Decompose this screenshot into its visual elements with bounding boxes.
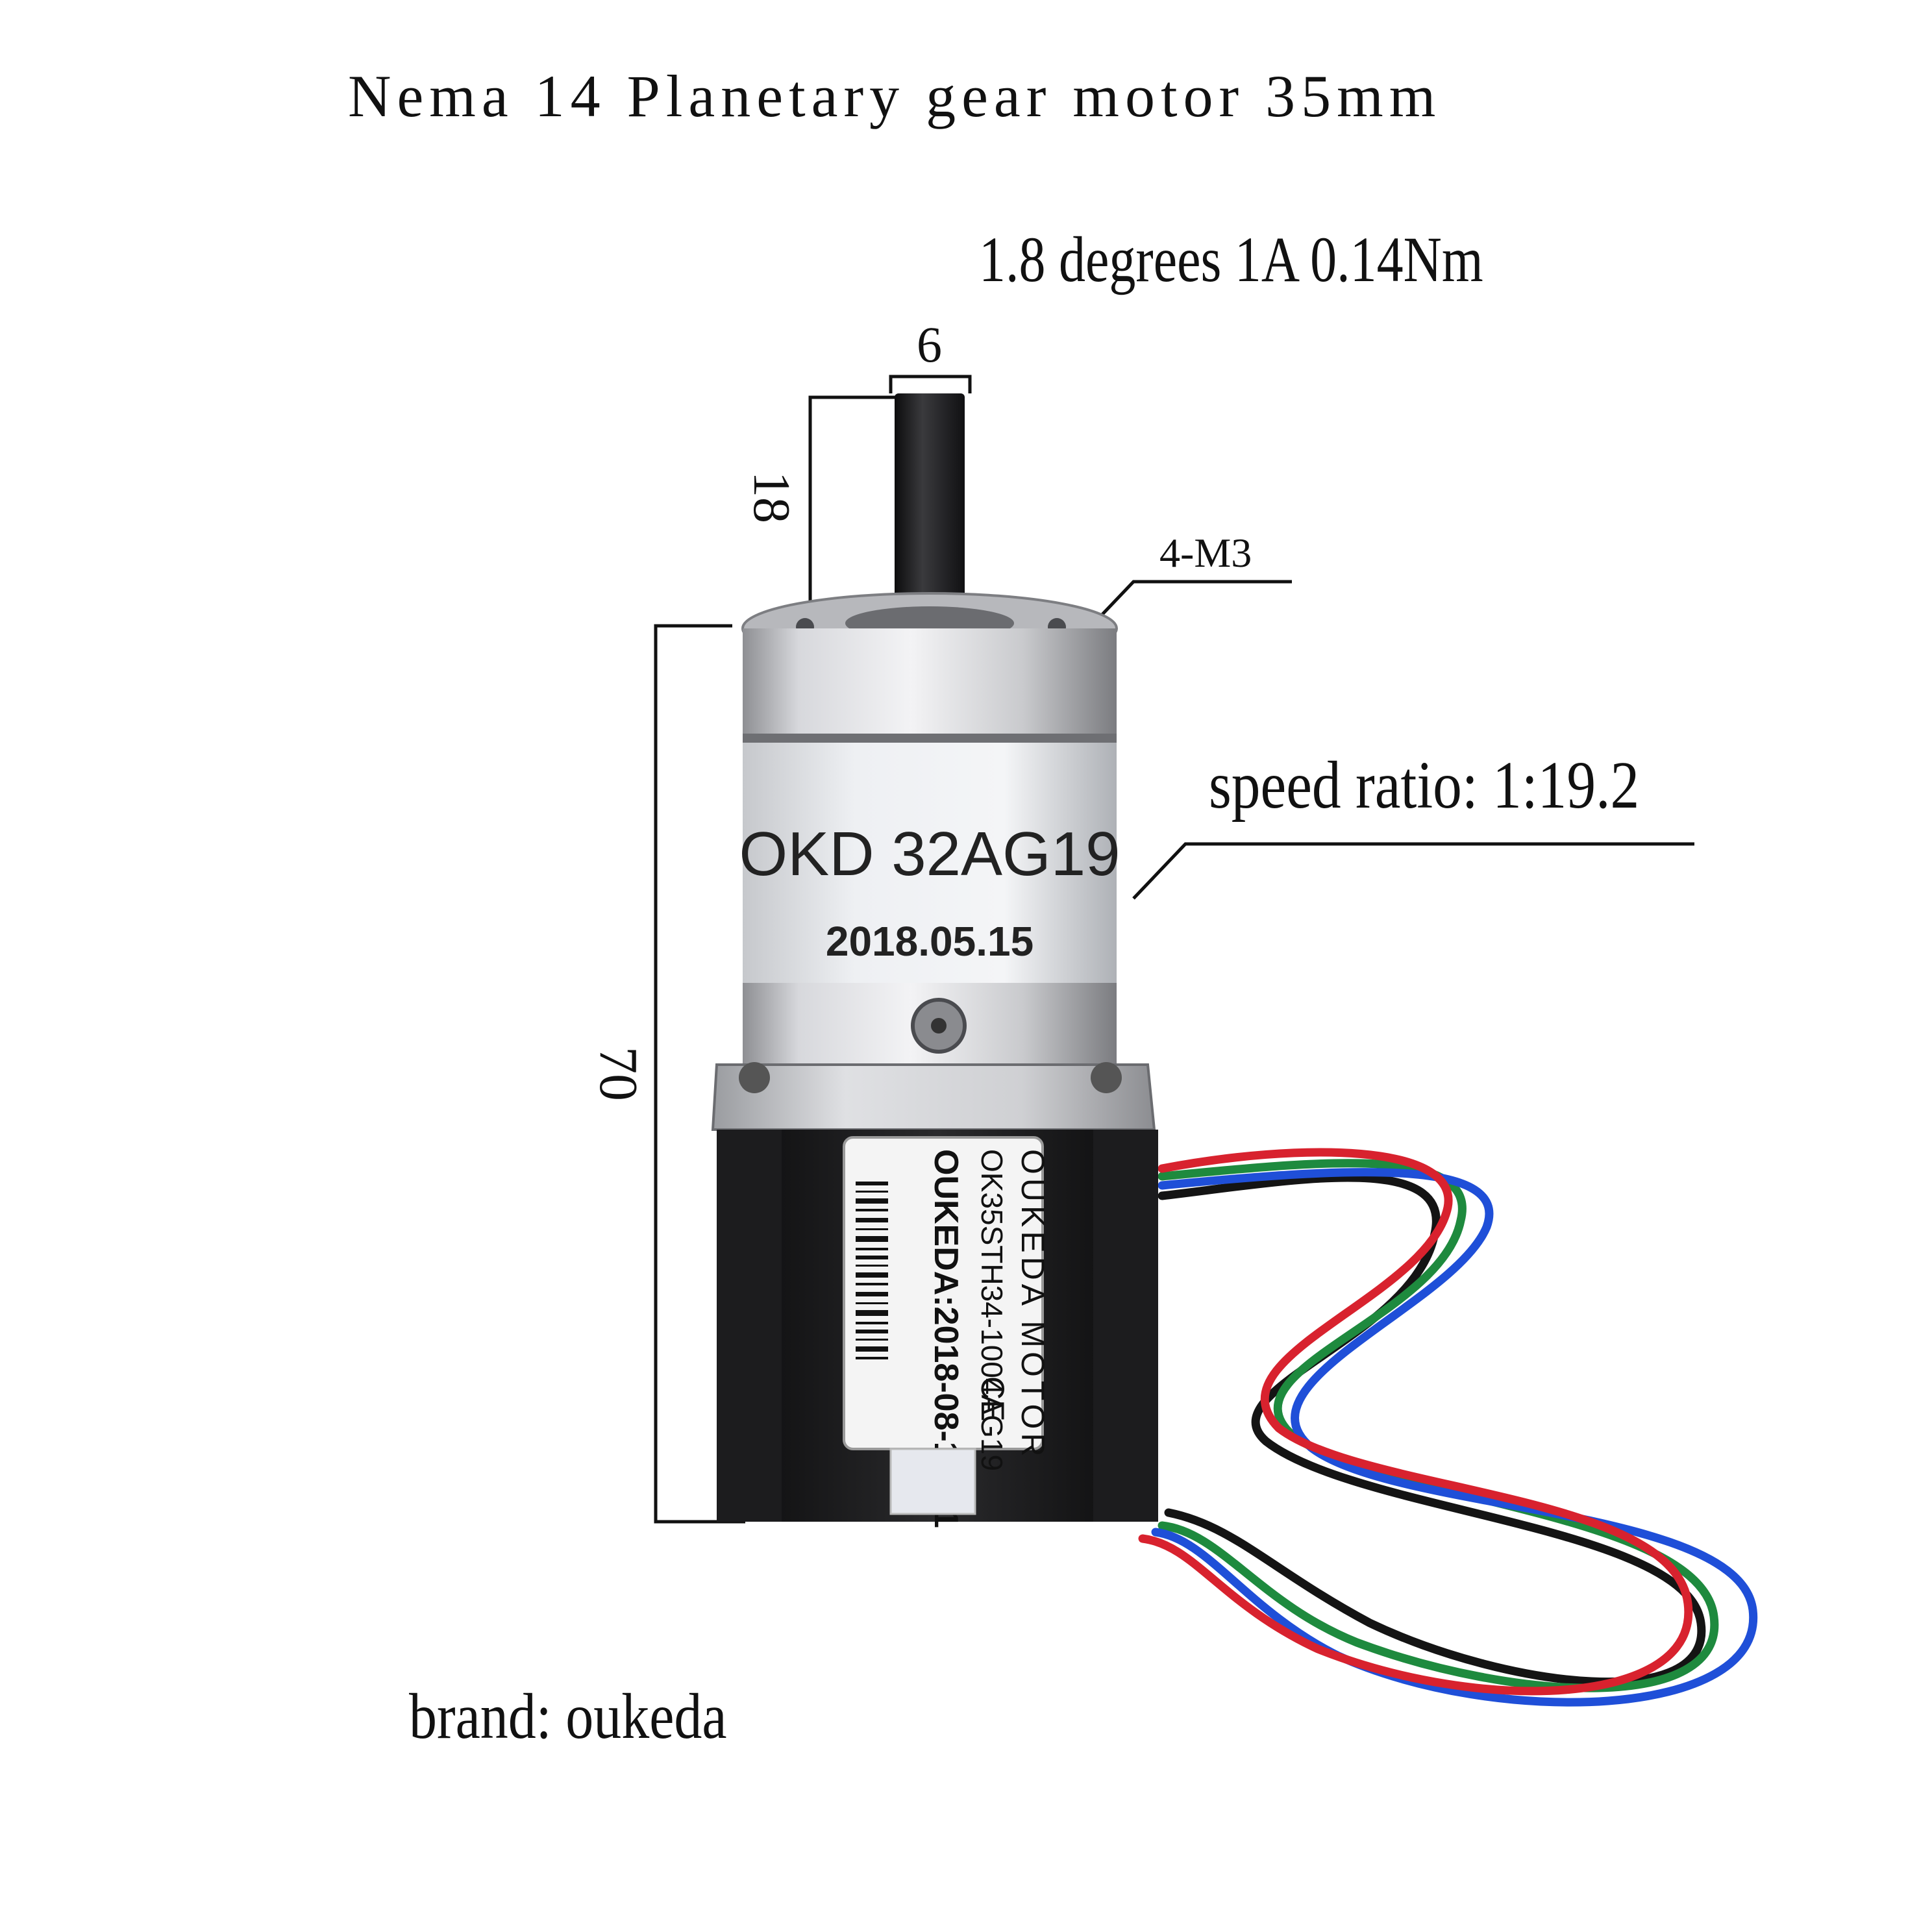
mount-hole bbox=[1048, 618, 1066, 636]
sticker-serial: OUKEDA:2018-08-18-01 bbox=[927, 1149, 965, 1528]
ce-mark: CE bbox=[974, 1376, 1011, 1421]
gearbox-date: 2018.05.15 bbox=[826, 918, 1034, 965]
shaft-length-dimension: 18 bbox=[743, 471, 800, 523]
brand-label: brand: oukeda bbox=[409, 1680, 727, 1752]
sticker-brand: OUKEDA MOTOR bbox=[1015, 1149, 1051, 1460]
motor-specs: 1.8 degrees 1A 0.14Nm bbox=[979, 223, 1483, 295]
stepper-body bbox=[717, 1130, 1158, 1522]
motor-wires bbox=[1138, 1148, 1758, 1707]
mounting-flange bbox=[711, 1063, 1156, 1131]
shaft-width-dimension: 6 bbox=[917, 316, 942, 373]
wire-connector bbox=[889, 1448, 976, 1515]
mount-hole bbox=[796, 618, 814, 636]
output-shaft bbox=[895, 393, 965, 627]
thread-callout: 4-M3 bbox=[1159, 530, 1252, 576]
set-screw bbox=[911, 998, 967, 1054]
page-title: Nema 14 Planetary gear motor 35mm bbox=[348, 63, 1442, 129]
speed-ratio-callout: speed ratio: 1:19.2 bbox=[1209, 748, 1640, 823]
mount-hole bbox=[1091, 1062, 1122, 1093]
gearbox-housing bbox=[743, 628, 1117, 739]
body-length-dimension: 70 bbox=[588, 1046, 649, 1101]
sticker-model: OK35STH34-1004AG19 bbox=[975, 1149, 1009, 1471]
gearbox-model: OKD 32AG19 bbox=[739, 819, 1121, 889]
mount-hole bbox=[739, 1062, 770, 1093]
motor-sticker bbox=[843, 1136, 1044, 1450]
barcode bbox=[856, 1182, 888, 1359]
gearbox-top-face bbox=[741, 592, 1118, 665]
gearbox-label-band bbox=[743, 743, 1117, 983]
